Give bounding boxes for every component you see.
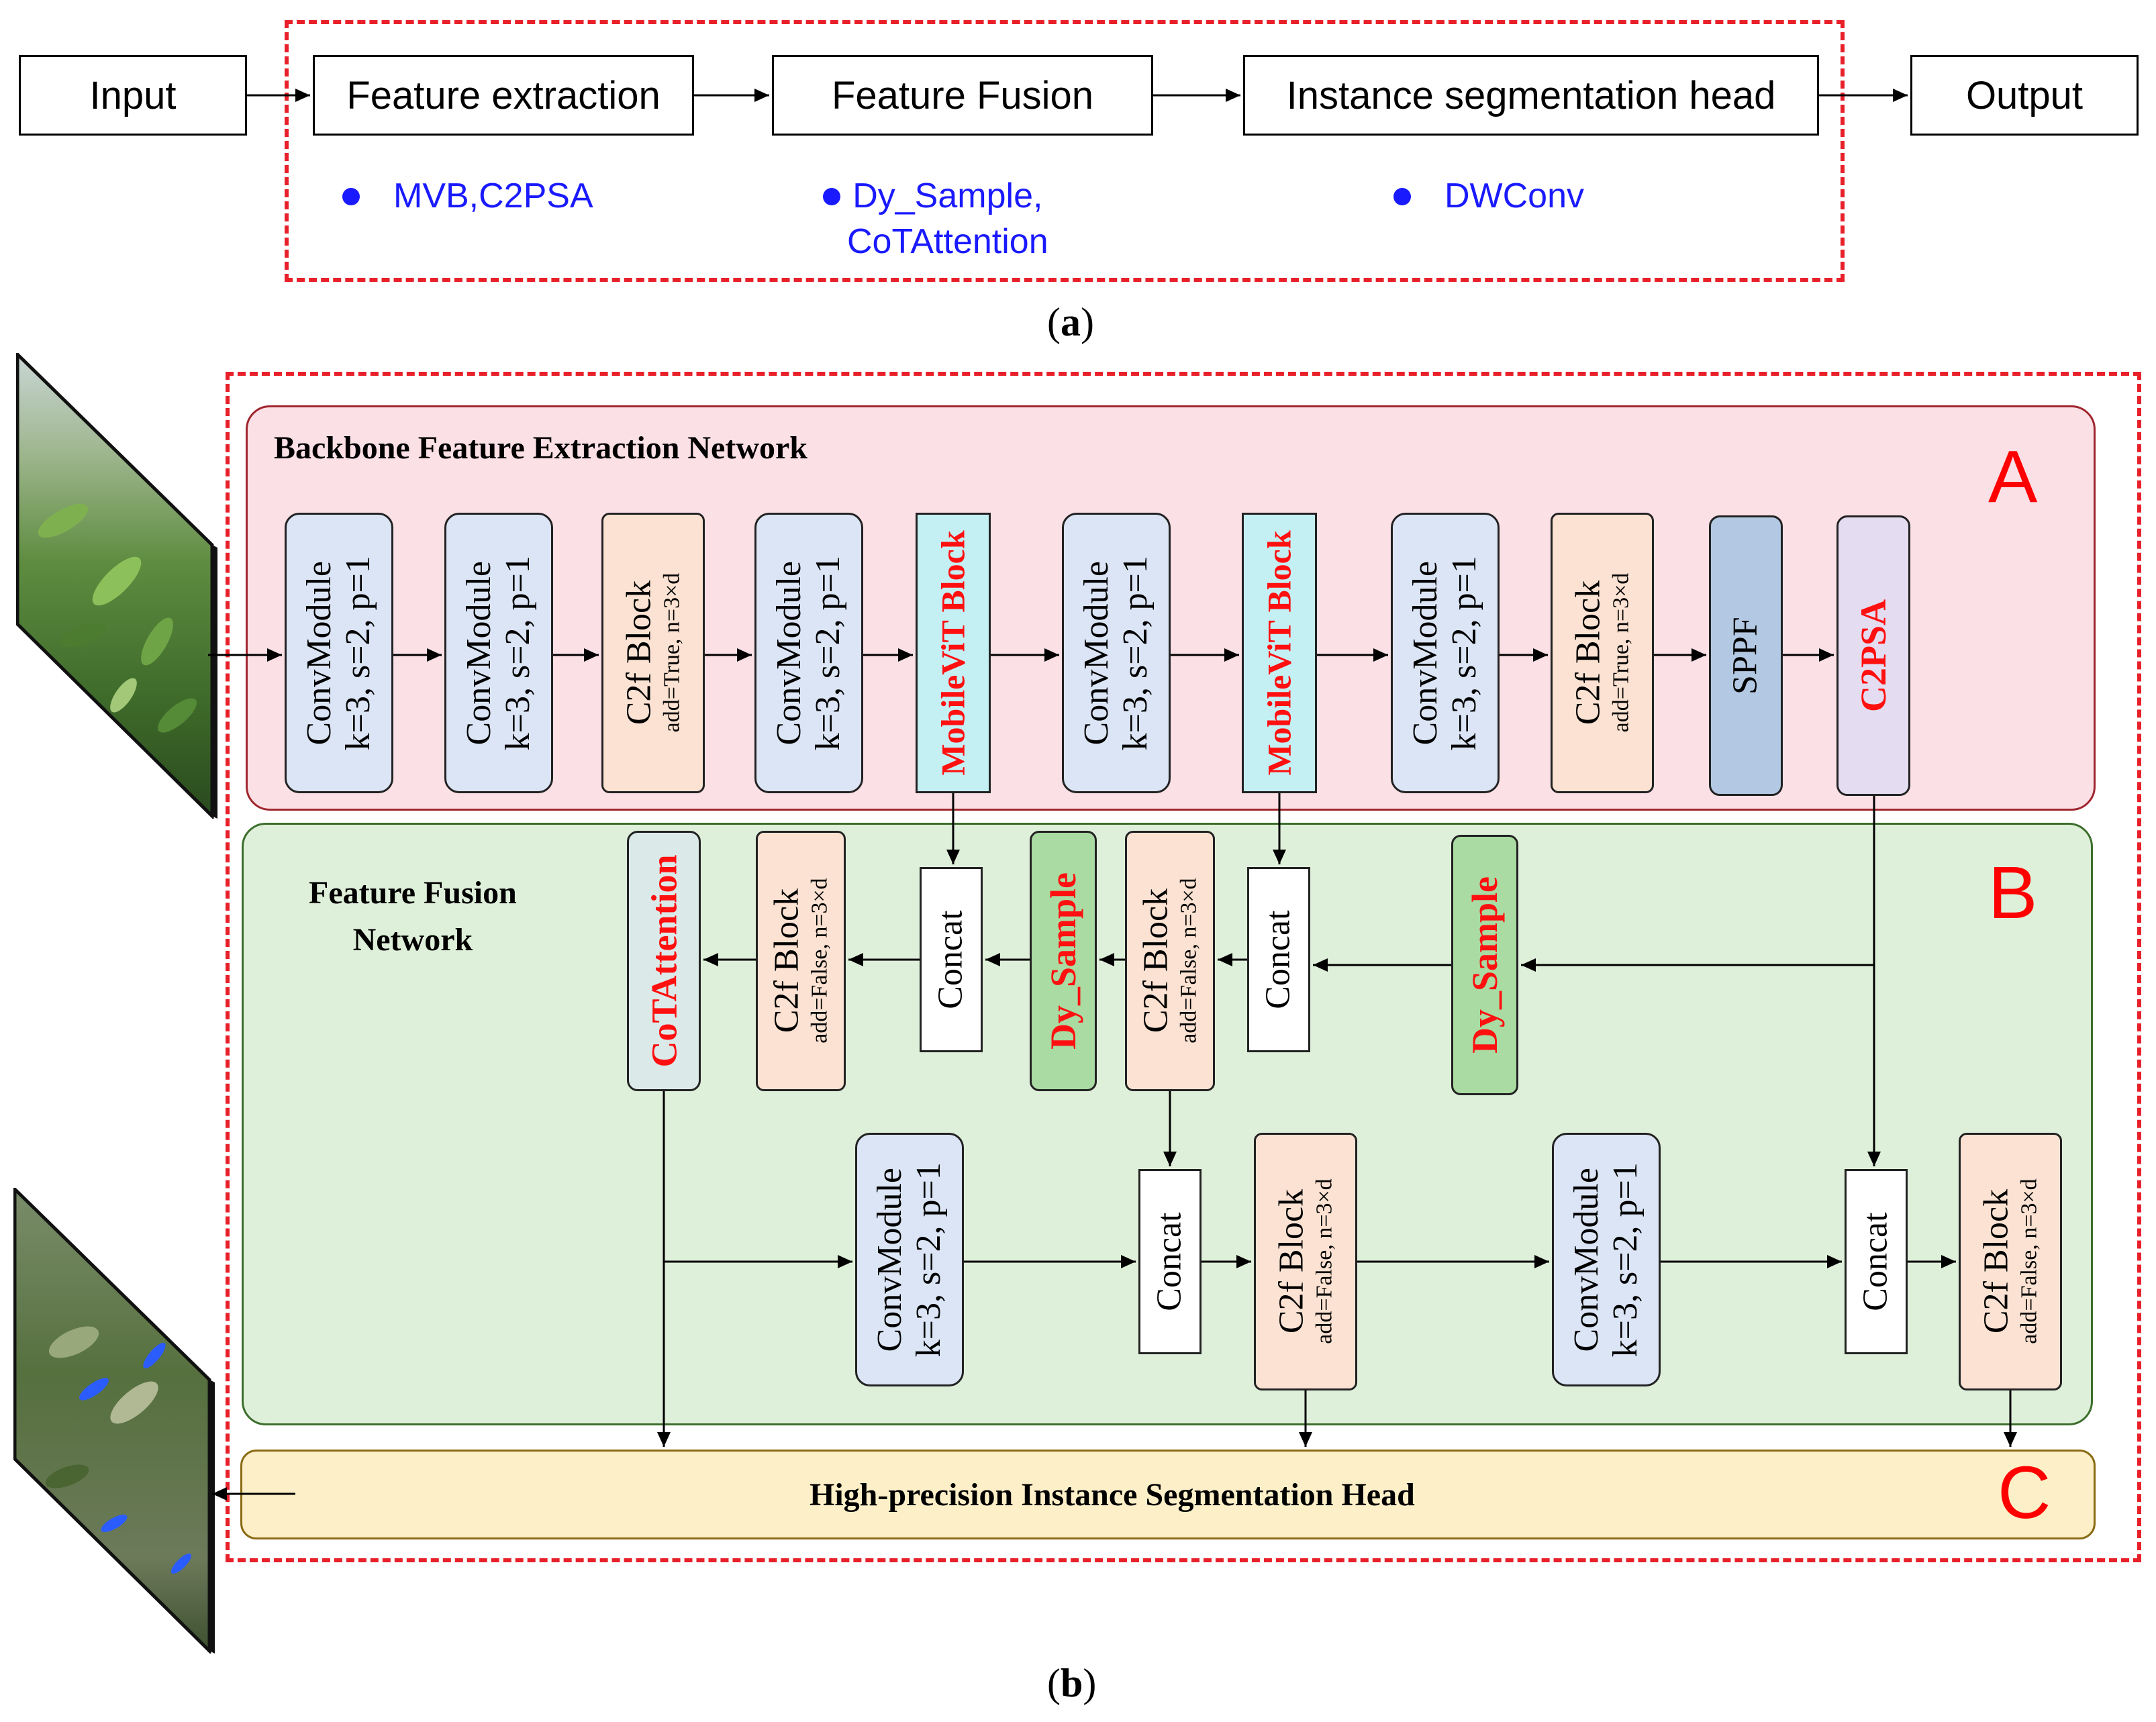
fusion-concat-2: Concat (1247, 867, 1310, 1052)
fusion-dysample-1: Dy_Sample (1030, 831, 1097, 1091)
fusion-cotattention: CoTAttention (627, 831, 701, 1091)
flow-feature-extraction-box: Feature extraction (313, 55, 694, 136)
bullet-fusion-text: Dy_Sample, CoTAttention (847, 173, 1048, 264)
backbone-mobilevit-2: MobileViT Block (1242, 513, 1317, 793)
flow-output-box: Output (1910, 55, 2139, 136)
backbone-mobilevit-1: MobileViT Block (916, 513, 991, 793)
flow-seg-head-box: Instance segmentation head (1243, 55, 1819, 136)
fusion-concat-3: Concat (1138, 1169, 1202, 1354)
bullet-dot-icon (1393, 188, 1411, 205)
caption-letter: b (1060, 1661, 1083, 1705)
bullet-extraction-modules: MVB,C2PSA (342, 173, 593, 219)
caption-letter: a (1060, 300, 1081, 344)
input-image (16, 353, 217, 819)
bullet-extraction-text: MVB,C2PSA (393, 176, 593, 215)
fusion-dysample-2: Dy_Sample (1451, 835, 1518, 1095)
bullet-fusion-modules: Dy_Sample, CoTAttention (823, 173, 1048, 264)
fusion-concat-1: Concat (920, 867, 983, 1052)
fusion-title-line2: Network (352, 922, 473, 958)
part-a-dashed-outline (285, 20, 1845, 282)
backbone-letter: A (1988, 436, 2038, 518)
bullet-dot-icon (342, 188, 360, 205)
bullet-head-text: DWConv (1444, 176, 1585, 215)
fusion-concat-4: Concat (1845, 1169, 1908, 1354)
head-panel (240, 1450, 2096, 1539)
part-b-dashed-outline (226, 372, 2141, 1562)
caption-a: (a) (1047, 300, 1094, 344)
bullet-fusion-line1: Dy_Sample, (852, 176, 1043, 215)
backbone-title: Backbone Feature Extraction Network (274, 430, 807, 466)
fusion-letter: B (1988, 852, 2038, 934)
flow-input-box: Input (19, 55, 247, 136)
head-title: High-precision Instance Segmentation Hea… (810, 1477, 1415, 1513)
backbone-panel (246, 405, 2096, 811)
backbone-c2psa: C2PSA (1836, 515, 1910, 796)
output-image (13, 1188, 215, 1654)
fusion-title: Feature Fusion Network (309, 870, 517, 964)
fusion-title-line1: Feature Fusion (309, 875, 517, 911)
bullet-head-modules: DWConv (1393, 173, 1584, 219)
head-letter: C (1998, 1452, 2051, 1534)
caption-b: (b) (1047, 1661, 1097, 1705)
flow-feature-fusion-box: Feature Fusion (772, 55, 1153, 136)
bullet-dot-icon (823, 188, 840, 205)
backbone-sppf: SPPF (1709, 515, 1783, 796)
bullet-fusion-line2: CoTAttention (847, 222, 1048, 261)
